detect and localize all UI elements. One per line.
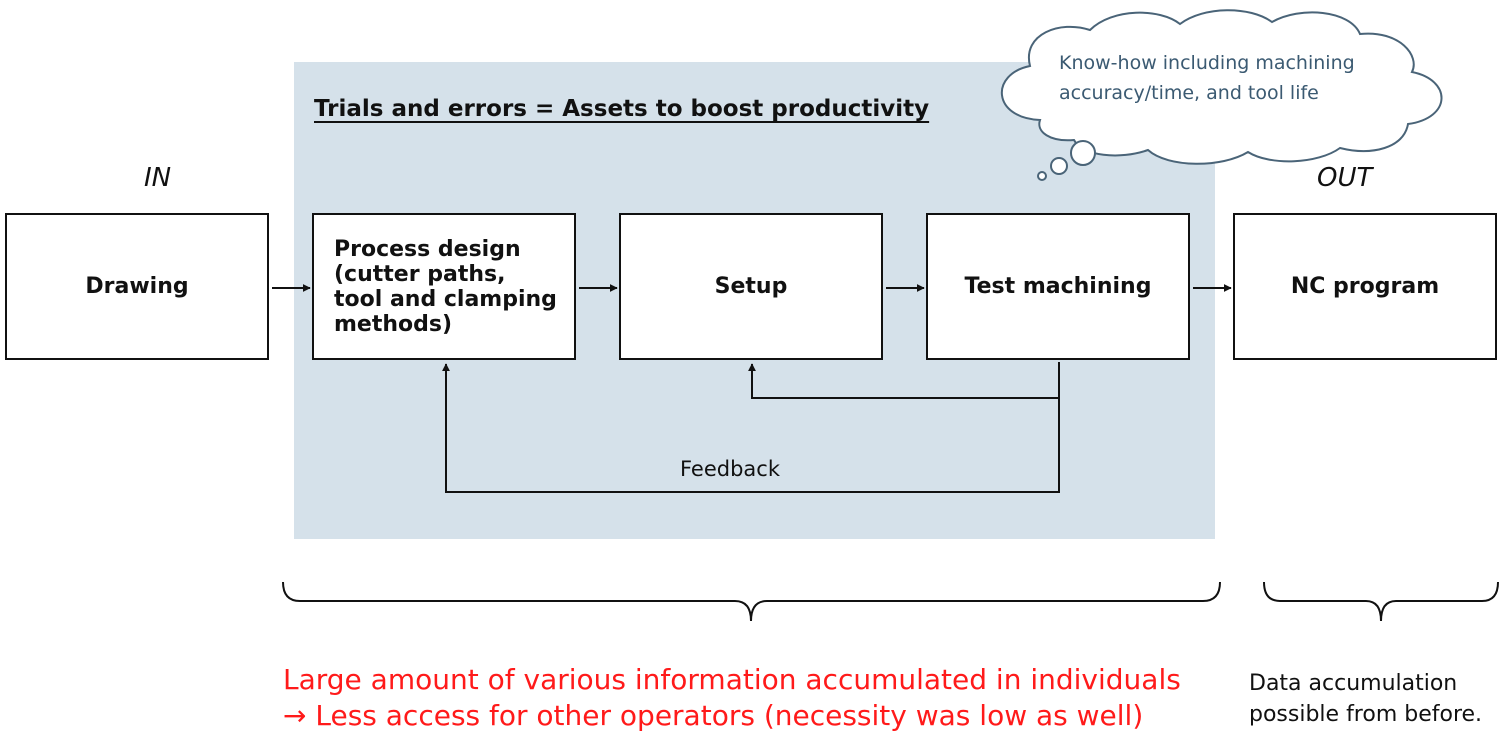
process-design-box: Process design (cutter paths, tool and c… [312,213,576,360]
test-machining-box-label: Test machining [964,274,1152,299]
process-design-line-3: tool and clamping [334,286,557,312]
thought-bubble-large [1070,140,1096,166]
section-heading: Trials and errors = Assets to boost prod… [314,96,930,122]
nc-program-box-label: NC program [1290,274,1440,299]
feedback-loop-to-setup [748,362,1060,399]
red-line-2: → Less access for other operators (neces… [283,699,1144,732]
individual-knowledge-note: Large amount of various information accu… [283,662,1181,734]
thought-bubble-medium [1050,157,1068,175]
process-design-line-1: Process design [334,236,521,262]
thought-bubble-small [1037,171,1047,181]
drawing-box: Drawing [5,213,269,360]
setup-box: Setup [619,213,883,360]
feedback-loop-to-process [442,363,1060,493]
process-design-text: Process design (cutter paths, tool and c… [334,237,557,337]
note-line-2: possible from before. [1249,702,1483,727]
test-machining-box: Test machining [926,213,1190,360]
setup-box-label: Setup [714,274,788,299]
red-line-1: Large amount of various information accu… [283,663,1181,696]
out-label: OUT [1317,163,1373,193]
data-accumulation-note: Data accumulation possible from before. [1249,668,1482,730]
brace-left [282,581,1221,622]
thought-cloud [1001,9,1443,165]
cloud-text: Know-how including machining accuracy/ti… [1059,48,1389,108]
cloud-line-1: Know-how including machining [1059,52,1355,74]
note-line-1: Data accumulation [1249,671,1458,696]
process-design-line-4: methods) [334,311,453,337]
drawing-box-label: Drawing [85,274,189,299]
brace-right [1263,581,1499,622]
process-design-line-2: (cutter paths, [334,261,506,287]
feedback-label: Feedback [680,457,781,481]
nc-program-box: NC program [1233,213,1497,360]
cloud-line-2: accuracy/time, and tool life [1059,82,1319,104]
in-label: IN [144,163,172,193]
